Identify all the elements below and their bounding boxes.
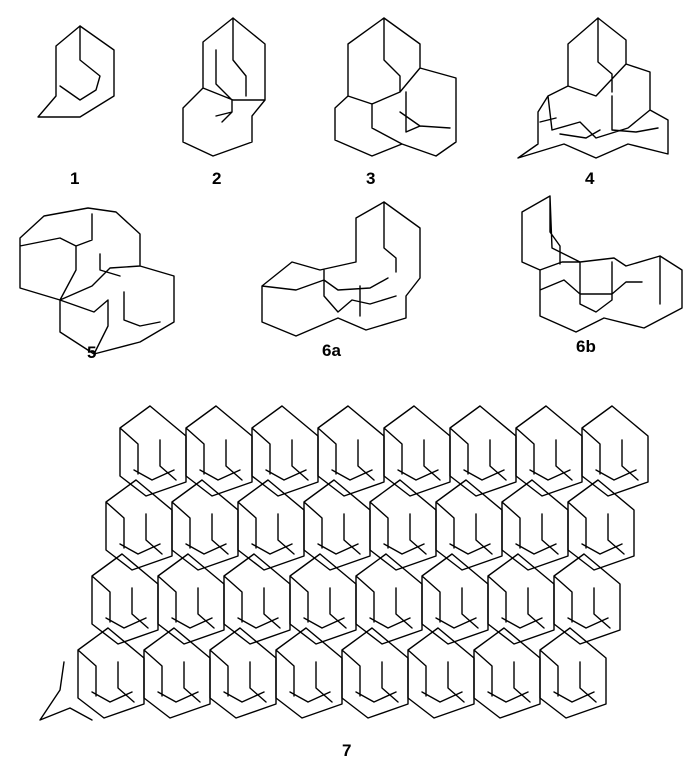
lattice-cell [77,627,145,719]
lattice-cell [289,553,357,645]
structure-hexamantane-b [521,195,683,333]
label-7: 7 [342,741,351,760]
lattice-cell [251,405,319,497]
lattice-cell [275,627,343,719]
lattice-cell [91,553,159,645]
lattice-cell [171,479,239,571]
lattice-edge [39,661,93,721]
lattice-cell [407,627,475,719]
label-6b: 6b [576,337,596,356]
lattice-cell [119,405,187,497]
lattice-cell [435,479,503,571]
lattice-cell [421,553,489,645]
lattice-cell [567,479,635,571]
label-3: 3 [366,169,375,188]
lattice-cell [581,405,649,497]
lattice-cell [341,627,409,719]
label-5: 5 [87,343,96,362]
structure-triamantane [334,17,457,157]
lattice-cell [383,405,451,497]
structure-diamantane [182,17,266,157]
lattice-cell [185,405,253,497]
lattice-cell [487,553,555,645]
structure-pentamantane [19,207,175,355]
lattice-cell [209,627,277,719]
lattice-cell [237,479,305,571]
label-2: 2 [212,169,221,188]
label-4: 4 [585,169,595,188]
lattice-cell [303,479,371,571]
lattice-cell [105,479,173,571]
lattice-cell [515,405,583,497]
lattice-cell [501,479,569,571]
lattice-cell [355,553,423,645]
structure-hexamantane-a [261,201,421,337]
lattice-cell [157,553,225,645]
lattice-cell [553,553,621,645]
label-1: 1 [70,169,79,188]
structure-adamantane [37,25,115,118]
label-6a: 6a [322,341,341,360]
structure-tetramantane [517,17,669,159]
lattice-cell [317,405,385,497]
lattice-cell [223,553,291,645]
lattice-cell [539,627,607,719]
lattice-cell [143,627,211,719]
lattice-cell [369,479,437,571]
structure-diamond-lattice [39,405,649,721]
lattice-cell [473,627,541,719]
lattice-cell [449,405,517,497]
